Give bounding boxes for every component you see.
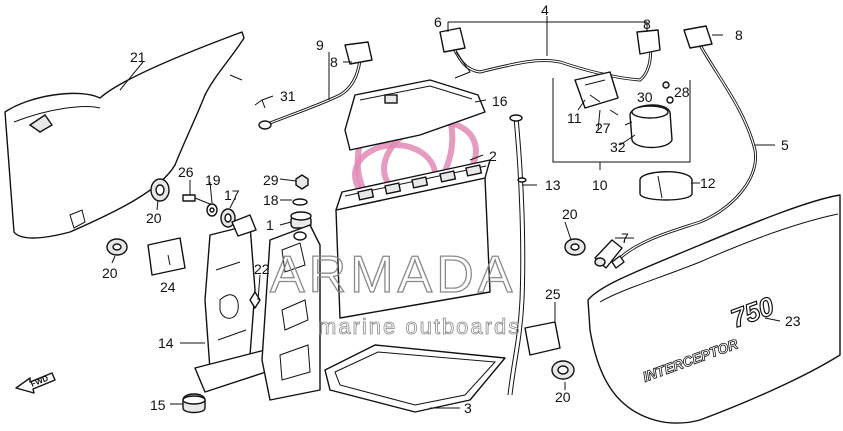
grommet-left-lower	[106, 238, 128, 256]
callout-1: 1	[266, 217, 274, 233]
left-side-cover	[4, 31, 245, 239]
callout-26: 26	[178, 164, 194, 180]
leader-lines	[111, 16, 781, 409]
callout-14: 14	[158, 335, 174, 351]
callout-20-right-upper: 20	[562, 206, 578, 222]
callout-15: 15	[150, 397, 166, 413]
battery-cover-16	[344, 79, 486, 151]
callout-20-left-lower: 20	[102, 265, 118, 281]
fuse-holder-7	[594, 239, 625, 269]
grommet-right-upper	[564, 238, 586, 256]
callout-22: 22	[254, 261, 270, 277]
battery-tray-3	[324, 344, 506, 413]
collar-17	[220, 208, 236, 228]
callout-8-top: 8	[643, 16, 651, 32]
callout-32: 32	[610, 139, 626, 155]
callout-4: 4	[541, 2, 549, 18]
callout-7: 7	[621, 230, 629, 246]
starter-cable-5	[618, 25, 758, 260]
battery-2	[335, 159, 491, 319]
grommet-right-lower	[551, 360, 575, 380]
watermark-tagline: marine outboards	[318, 314, 521, 339]
callout-20-left-upper: 20	[146, 210, 162, 226]
callout-3: 3	[464, 400, 472, 416]
callout-29: 29	[263, 172, 279, 188]
battery-cells	[357, 164, 483, 201]
label-plate-25	[524, 321, 561, 356]
cushion-1	[290, 211, 312, 229]
negative-cable-9	[254, 41, 373, 130]
callout-8-right: 8	[735, 27, 743, 43]
callout-8-left: 8	[330, 54, 338, 70]
callout-24: 24	[160, 279, 176, 295]
relay-cover-12	[639, 171, 693, 201]
grommet-left-upper	[150, 178, 170, 202]
callout-25: 25	[545, 286, 561, 302]
callout-5: 5	[781, 137, 789, 153]
nut-15	[182, 393, 206, 414]
nut-29	[295, 174, 309, 190]
callout-11: 11	[567, 110, 582, 126]
callout-2: 2	[489, 148, 497, 164]
callout-16: 16	[492, 93, 508, 109]
callout-9: 9	[316, 37, 324, 53]
breather-tube-13	[507, 114, 527, 396]
callout-18: 18	[263, 192, 279, 208]
battery-holder-14	[194, 214, 273, 393]
watermark-text: ARMADA marine outboards	[269, 245, 521, 339]
watermark-brand: ARMADA	[270, 246, 516, 304]
callout-17: 17	[224, 187, 240, 203]
washer-18	[292, 198, 308, 206]
callout-19: 19	[205, 172, 221, 188]
callout-28: 28	[674, 84, 690, 100]
callout-27: 27	[595, 120, 611, 136]
washer-19	[206, 203, 218, 217]
callout-6: 6	[434, 14, 442, 30]
callouts: 4 6 8 8 9 8 21 31 16 2 13 30 28 11 27 32…	[102, 2, 801, 416]
callout-13: 13	[545, 177, 561, 193]
callout-12: 12	[700, 175, 716, 191]
callout-10: 10	[592, 177, 608, 193]
callout-30: 30	[637, 89, 653, 105]
battery-stay-22	[261, 224, 321, 401]
callout-23: 23	[785, 313, 801, 329]
right-side-cover: 750 INTERCEPTOR	[587, 194, 841, 424]
bolt-26	[182, 194, 211, 205]
starter-relay-10	[574, 71, 674, 149]
callout-31: 31	[280, 88, 296, 104]
label-plate-24	[147, 237, 186, 276]
forward-arrow: FWD	[15, 372, 56, 394]
callout-21: 21	[130, 49, 146, 65]
positive-cable-4	[439, 27, 661, 82]
callout-20-right-lower: 20	[555, 389, 571, 405]
